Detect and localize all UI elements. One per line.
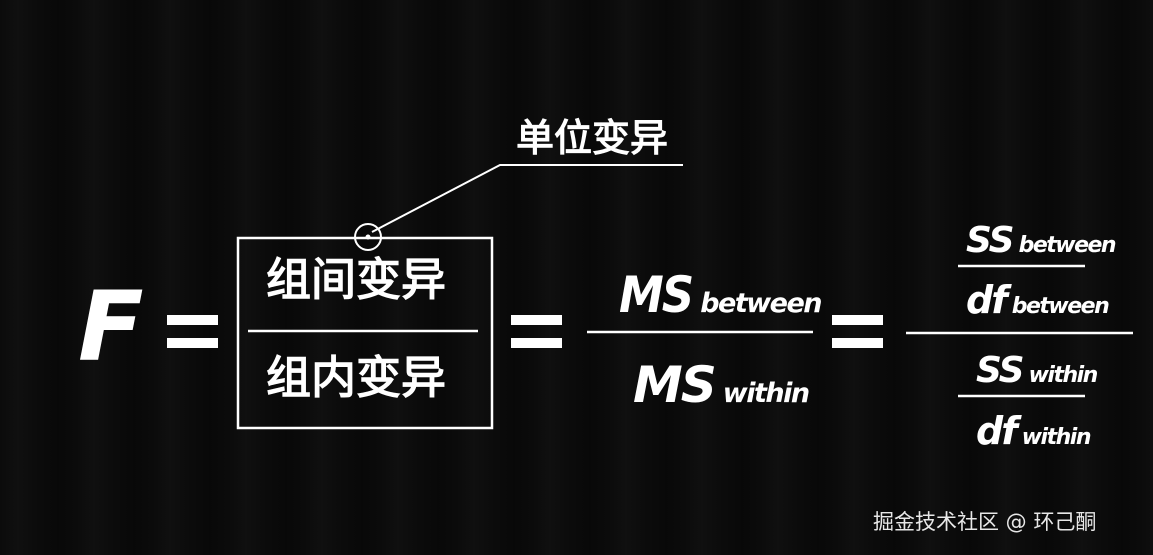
ss-between-main: SS — [966, 220, 1015, 261]
ss-between-sub: between — [1018, 233, 1117, 258]
ss-within-sub: within — [1028, 363, 1099, 388]
watermark: 掘金技术社区 @ 环己酮 — [873, 510, 1097, 534]
ss-within-main: SS — [976, 350, 1025, 391]
df-between-main: df — [966, 278, 1008, 322]
df-between-sub: between — [1011, 294, 1110, 319]
f-statistic-symbol: F — [78, 271, 144, 383]
df-within-sub: within — [1021, 425, 1092, 450]
variance-box — [236, 236, 494, 430]
ms-between-sub: between — [700, 288, 822, 319]
box-denominator-text: 组内变异 — [266, 351, 447, 404]
ms-within-sub: within — [722, 378, 810, 409]
df-within-main: df — [976, 409, 1018, 453]
equals-sign-2 — [511, 315, 562, 348]
box-numerator-text: 组间变异 — [266, 253, 447, 306]
callout-circle — [354, 223, 382, 251]
ms-within-main: MS — [633, 356, 717, 414]
callout-dot — [365, 234, 371, 240]
equals-sign-1 — [167, 315, 218, 348]
callout-label: 单位变异 — [516, 116, 669, 160]
equals-sign-3 — [832, 315, 883, 348]
ms-between-main: MS — [619, 266, 694, 324]
callout-leader-line — [371, 164, 683, 233]
